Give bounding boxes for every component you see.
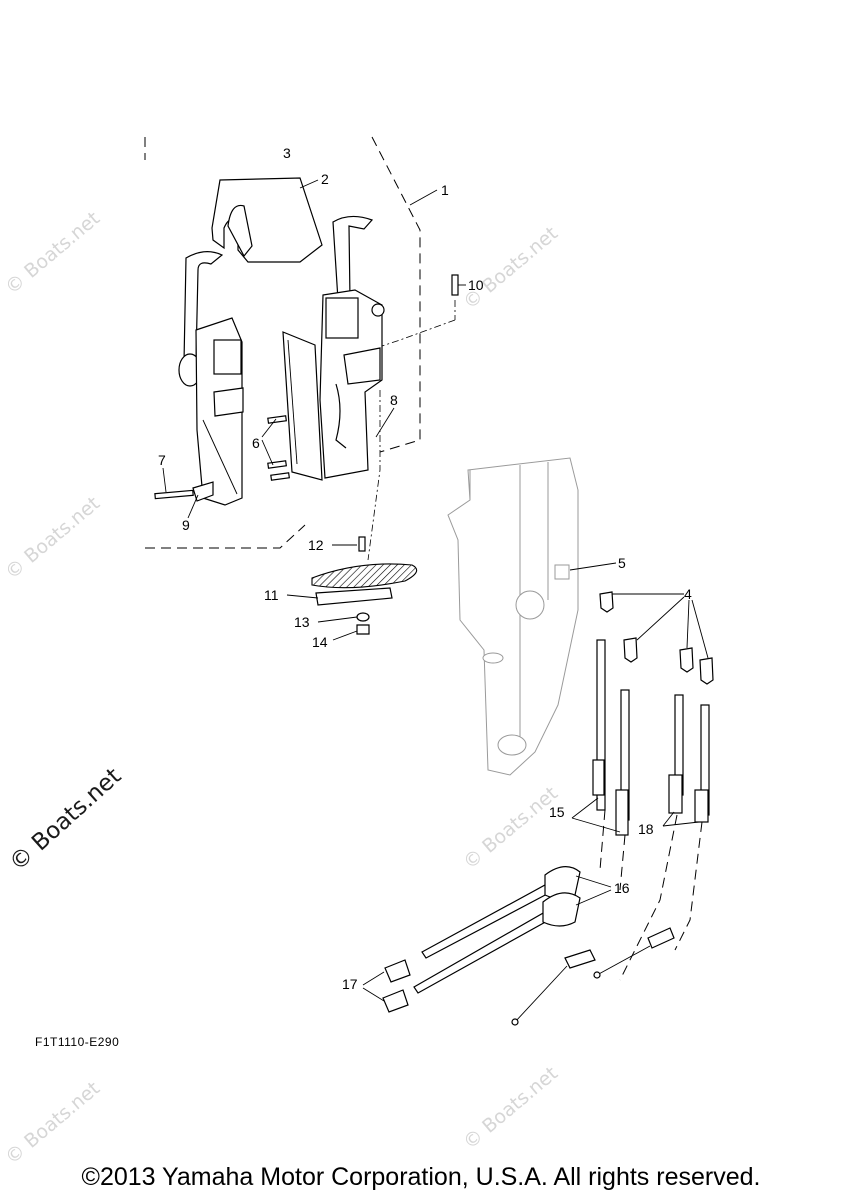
callout-5: 5 bbox=[618, 555, 626, 571]
callout-9: 9 bbox=[182, 517, 190, 533]
watermark: © Boats.net bbox=[459, 1062, 562, 1153]
callout-12: 12 bbox=[308, 537, 324, 553]
callout-4: 4 bbox=[684, 586, 692, 602]
callout-1: 1 bbox=[441, 182, 449, 198]
watermark-dark: © Boats.net bbox=[5, 763, 127, 876]
watermark: © Boats.net bbox=[459, 222, 562, 313]
callout-15: 15 bbox=[549, 804, 565, 820]
callout-13: 13 bbox=[294, 614, 310, 630]
screw-6 bbox=[267, 415, 291, 481]
callout-10: 10 bbox=[468, 277, 484, 293]
watermark: © Boats.net bbox=[459, 782, 562, 873]
callout-3: 3 bbox=[283, 145, 291, 161]
callout-14: 14 bbox=[312, 634, 328, 650]
watermarks: © Boats.net © Boats.net © Boats.net © Bo… bbox=[1, 207, 562, 1168]
leader-lines bbox=[162, 179, 709, 1002]
lower-cables bbox=[382, 866, 675, 1026]
remote-control-assembly bbox=[144, 136, 459, 635]
copyright-notice: ©2013 Yamaha Motor Corporation, U.S.A. A… bbox=[81, 1163, 761, 1191]
callout-6: 6 bbox=[252, 435, 260, 451]
callout-17: 17 bbox=[342, 976, 358, 992]
callout-numbers: 1 2 3 4 5 6 7 8 9 10 11 12 13 14 15 16 1… bbox=[158, 145, 692, 992]
callout-16: 16 bbox=[614, 880, 630, 896]
callout-2: 2 bbox=[321, 171, 329, 187]
binnacle-housing bbox=[447, 457, 579, 776]
callout-18: 18 bbox=[638, 821, 654, 837]
callout-7: 7 bbox=[158, 452, 166, 468]
callout-11: 11 bbox=[264, 587, 279, 603]
cables bbox=[592, 639, 710, 981]
watermark: © Boats.net bbox=[1, 492, 104, 583]
cable-ends-4 bbox=[599, 591, 714, 685]
watermark: © Boats.net bbox=[1, 1077, 104, 1168]
diagram-code: F1T1110-E290 bbox=[35, 1035, 119, 1049]
callout-8: 8 bbox=[390, 392, 398, 408]
watermark: © Boats.net bbox=[1, 207, 104, 298]
